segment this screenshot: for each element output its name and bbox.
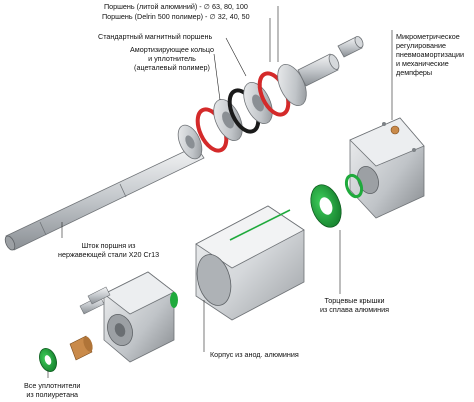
- label-magnetic-piston-text: Стандартный магнитный поршень: [98, 32, 213, 41]
- label-piston-delrin-text: Поршень (Delrin 500 полимер) - ∅ 32, 40,…: [102, 12, 250, 21]
- rear-end-cap: [349, 117, 425, 219]
- label-micrometric-line-5: демпферы: [396, 68, 433, 77]
- label-cylinder-body-text: Корпус из анод. алюминия: [210, 350, 299, 359]
- damping-ring-assembly: [177, 124, 203, 160]
- label-damping-ring-line-2: и уплотнитель: [148, 54, 196, 63]
- piston-seal-stack: [195, 64, 307, 153]
- label-damping-ring-line-1: Амортизирующее кольцо: [130, 45, 214, 54]
- label-damping-ring-line-3: (ацеталевый полимер): [134, 63, 210, 72]
- label-seals-line-2: из полиуретана: [26, 390, 79, 399]
- label-magnetic-piston: Стандартный магнитный поршень: [98, 32, 212, 41]
- label-piston-aluminium-text: Поршень (литой алюминий) - ∅ 63, 80, 100: [104, 2, 248, 11]
- rear-green-seals: [310, 173, 364, 228]
- label-micrometric-line-4: и механические: [396, 59, 449, 68]
- label-micrometric-line-3: пневмоамортизации: [396, 50, 465, 59]
- cap-pins: [79, 286, 111, 315]
- label-damping-ring: Амортизирующее кольцо и уплотнитель (аце…: [130, 45, 214, 72]
- label-cylinder-body: Корпус из анод. алюминия: [210, 350, 299, 359]
- label-seals: Все уплотнители из полиуретана: [24, 381, 80, 399]
- front-end-cap: [103, 271, 178, 363]
- label-end-caps-line-1: Торцевые крышки: [324, 296, 385, 305]
- label-micrometric-line-1: Микрометрическое: [396, 32, 460, 41]
- label-end-caps: Торцевые крышки из сплава алюминия: [320, 296, 389, 314]
- cylinder-body: [195, 205, 305, 321]
- piston-end-rod: [297, 53, 340, 87]
- label-piston-rod-line-1: Шток поршня из: [81, 241, 136, 250]
- label-piston-aluminium: Поршень (литой алюминий) - ∅ 63, 80, 100: [104, 2, 248, 11]
- label-end-caps-line-2: из сплава алюминия: [320, 305, 390, 314]
- leader-lines: [47, 6, 393, 378]
- label-piston-rod-line-2: нержавеющей стали X20 Cr13: [58, 250, 160, 259]
- front-seals: [39, 335, 93, 373]
- label-micrometric: Микрометрическое регулирование пневмоамо…: [396, 32, 464, 77]
- label-piston-delrin: Поршень (Delrin 500 полимер) - ∅ 32, 40,…: [102, 12, 250, 21]
- piston-rod: [4, 145, 205, 251]
- label-micrometric-line-2: регулирование: [396, 41, 446, 50]
- label-piston-rod: Шток поршня из нержавеющей стали X20 Cr1…: [58, 241, 159, 259]
- bushing: [337, 35, 364, 58]
- label-seals-line-1: Все уплотнители: [24, 381, 81, 390]
